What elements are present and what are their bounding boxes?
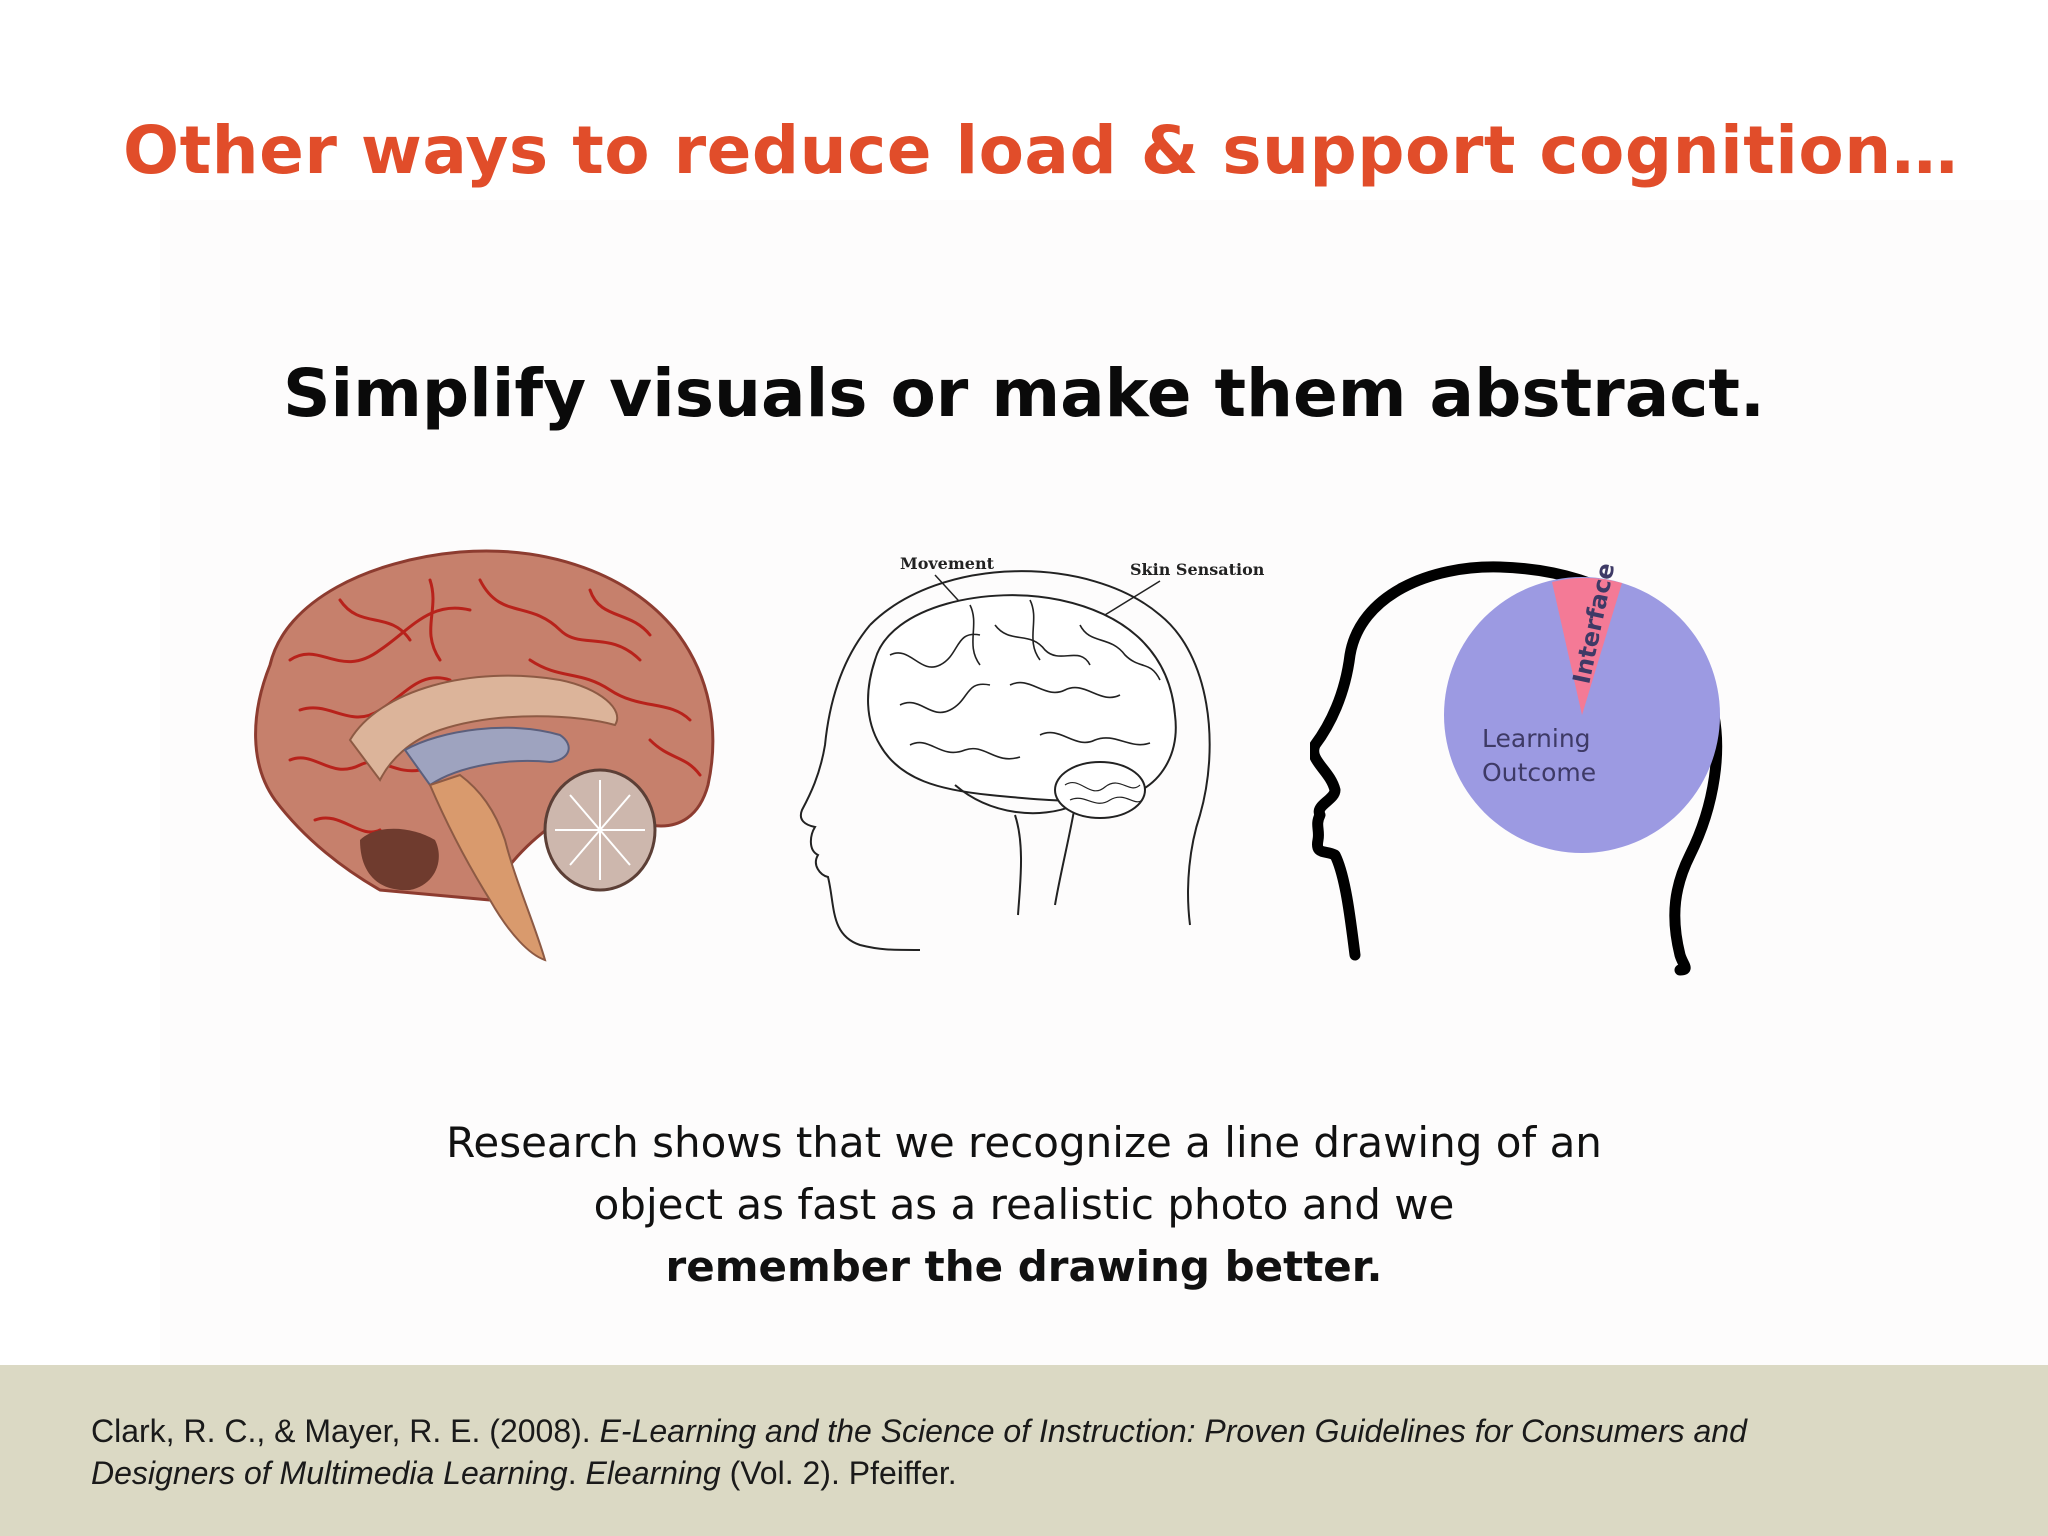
citation-authors: Clark, R. C., & Mayer, R. E. (2008). [91, 1413, 600, 1449]
citation-line-2: Designers of Multimedia Learning. Elearn… [91, 1452, 1991, 1494]
interface-slice [1552, 577, 1622, 715]
slide-subtitle: Simplify visuals or make them abstract. [282, 355, 1765, 432]
research-line-1: Research shows that we recognize a line … [446, 1118, 1602, 1167]
line-drawing-head-illustration: Movement Skin Sensation [799, 554, 1265, 951]
learning-label: Learning [1482, 724, 1591, 753]
abstract-head-pie-illustration: Interface Learning Outcome [1310, 560, 1723, 976]
abstract-head-diagram: Interface Learning Outcome [1310, 555, 1750, 995]
citation-rest: (Vol. 2). Pfeiffer. [720, 1455, 957, 1491]
outcome-label: Outcome [1482, 758, 1596, 787]
movement-label: Movement [900, 554, 995, 573]
slide-title: Other ways to reduce load & support cogn… [123, 112, 1959, 189]
realistic-brain-illustration [254, 549, 715, 962]
citation-title-part2: Designers of Multimedia Learning [91, 1455, 568, 1491]
citation: Clark, R. C., & Mayer, R. E. (2008). E-L… [91, 1410, 1991, 1494]
research-line-3: remember the drawing better. [665, 1242, 1383, 1291]
research-line-2: object as fast as a realistic photo and … [593, 1180, 1455, 1229]
citation-separator: . [567, 1455, 586, 1491]
line-drawing-brain-image: Movement Skin Sensation [790, 545, 1270, 975]
citation-series: Elearning [585, 1455, 721, 1491]
citation-line-1: Clark, R. C., & Mayer, R. E. (2008). E-L… [91, 1410, 1991, 1452]
realistic-brain-image [230, 540, 730, 980]
citation-footer-band [0, 1365, 2048, 1536]
skin-sensation-label: Skin Sensation [1130, 560, 1265, 579]
research-note: Research shows that we recognize a line … [324, 1112, 1724, 1298]
citation-title-part1: E-Learning and the Science of Instructio… [599, 1413, 1747, 1449]
